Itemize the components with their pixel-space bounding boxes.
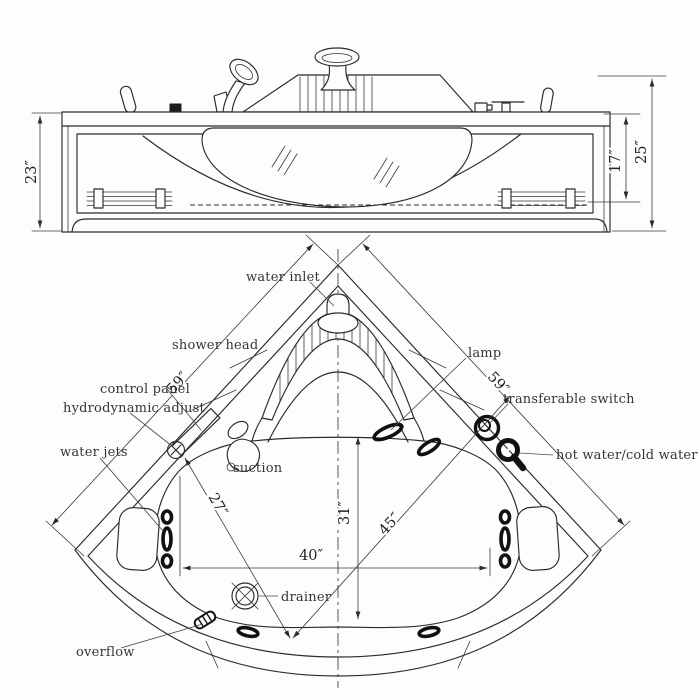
label-control-panel: control panel	[100, 382, 190, 397]
front-elevation-view: 23″ 17″ 25″	[22, 47, 667, 233]
overflow-icon	[193, 610, 217, 630]
dim-27: 27″	[205, 491, 231, 520]
label-lamp: lamp	[468, 346, 501, 361]
label-water-jets: water jets	[60, 445, 128, 460]
shower-head-knob-icon	[314, 47, 360, 91]
water-jets-bottom	[236, 625, 441, 639]
headrest-front	[242, 74, 474, 113]
bowl-silhouette	[142, 133, 522, 209]
dim-40: 40″	[299, 548, 323, 564]
grille-left	[86, 188, 173, 209]
water-inlet-icon	[317, 293, 359, 334]
dim-45: 45″	[376, 510, 404, 539]
dim-31: 31″	[337, 500, 353, 524]
label-hydrodynamic-adjust: hydrodynamic adjust	[63, 401, 206, 416]
label-water-inlet: water inlet	[246, 270, 321, 285]
drainer-icon	[231, 582, 259, 610]
water-jets-left	[160, 509, 174, 569]
deck-knob-left	[169, 103, 182, 113]
pillow-right	[516, 506, 560, 571]
dim-17: 17″	[608, 148, 624, 172]
dim-25: 25″	[634, 139, 650, 163]
deck-lever-left	[119, 85, 137, 114]
deck-lever-right	[540, 87, 554, 114]
pillow-left	[116, 507, 160, 571]
label-drainer: drainer	[281, 590, 332, 605]
plan-view: 59″ 59″ 40″ 31″ 27″ 45″	[45, 234, 698, 688]
plan-labels: water inlet shower head control panel hy…	[60, 270, 698, 660]
label-hot-cold-water: hot water/cold water	[556, 448, 698, 463]
grille-right	[497, 188, 586, 209]
glass-hatch-marks	[271, 145, 400, 188]
plinth-line	[71, 218, 608, 233]
transferable-switch-knob	[473, 414, 501, 442]
label-shower-head: shower head	[172, 338, 258, 353]
faucet-front	[474, 101, 525, 113]
shoulder-jet-right	[416, 437, 442, 457]
water-jets-right	[498, 509, 512, 569]
label-transferable-switch: transferable switch	[503, 392, 635, 407]
shower-wand-icon	[213, 58, 259, 113]
leader-lines	[99, 281, 554, 649]
label-overflow: overflow	[76, 645, 135, 660]
label-suction: suction	[233, 461, 283, 476]
dim-23: 23″	[24, 159, 40, 183]
bowl-window	[201, 127, 473, 208]
front-dimensions: 23″ 17″ 25″	[22, 75, 667, 232]
